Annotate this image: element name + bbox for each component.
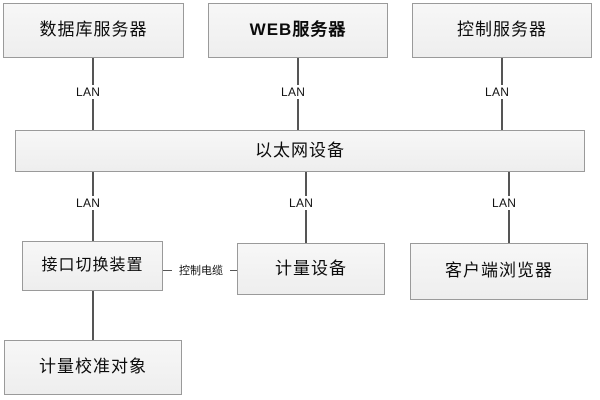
node-metering-device-label: 计量设备: [275, 258, 347, 278]
node-ethernet-device-label: 以太网设备: [255, 140, 345, 160]
connector-control-cable-right: [227, 270, 237, 271]
node-web-server[interactable]: WEB服务器: [208, 3, 388, 58]
node-client-browser-label: 客户端浏览器: [445, 261, 553, 281]
edge-label-ethernet-to-switch: LAN: [74, 196, 103, 210]
edge-label-control-cable: 控制电缆: [172, 262, 230, 278]
edge-label-web-to-ethernet: LAN: [279, 85, 308, 99]
node-web-server-label: WEB服务器: [249, 20, 347, 40]
node-control-server[interactable]: 控制服务器: [412, 3, 592, 58]
edge-label-ethernet-to-client: LAN: [490, 196, 519, 210]
node-control-server-label: 控制服务器: [457, 20, 547, 40]
connector-control-cable-left: [163, 270, 174, 271]
node-metering-device[interactable]: 计量设备: [237, 243, 385, 295]
edge-label-control-to-ethernet: LAN: [483, 85, 512, 99]
node-ethernet-device[interactable]: 以太网设备: [15, 130, 585, 172]
node-database-server[interactable]: 数据库服务器: [3, 3, 184, 58]
node-database-server-label: 数据库服务器: [39, 20, 148, 40]
node-calibration-object-label: 计量校准对象: [39, 357, 147, 377]
node-interface-switch[interactable]: 接口切换装置: [22, 241, 163, 291]
edge-label-ethernet-to-meter: LAN: [287, 196, 316, 210]
node-interface-switch-label: 接口切换装置: [41, 257, 144, 275]
edge-label-database-to-ethernet: LAN: [74, 85, 103, 99]
node-client-browser[interactable]: 客户端浏览器: [410, 243, 588, 300]
connector-switch-to-object: [92, 291, 94, 340]
node-calibration-object[interactable]: 计量校准对象: [4, 340, 182, 395]
